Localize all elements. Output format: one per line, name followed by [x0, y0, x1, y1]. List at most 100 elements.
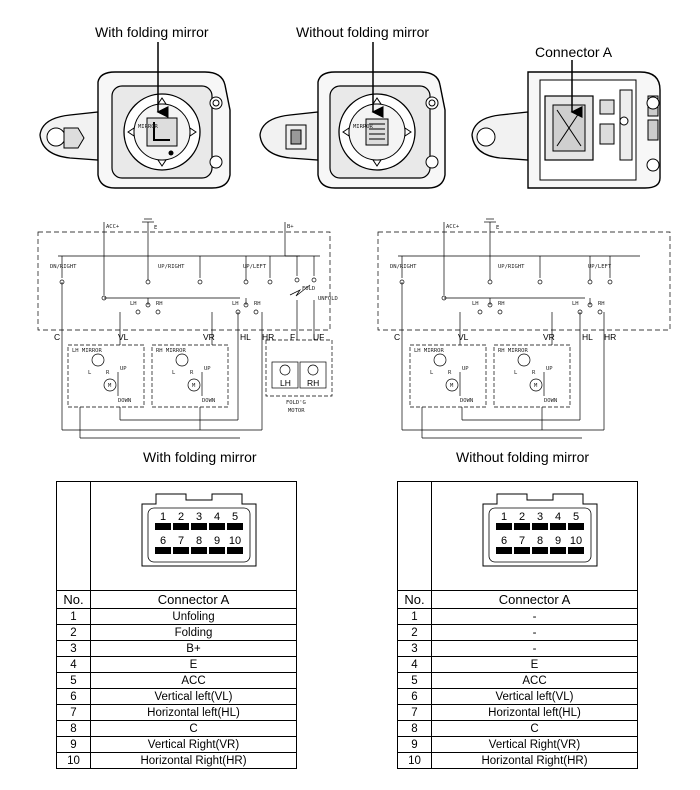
- pin-function: Vertical left(VL): [90, 688, 297, 705]
- pin-number: 1: [397, 608, 432, 625]
- pin-function: C: [431, 720, 638, 737]
- pin-function: E: [431, 656, 638, 673]
- pin-label: 10: [570, 535, 582, 547]
- pin-terminal: [496, 547, 512, 554]
- pin-number: 8: [397, 720, 432, 737]
- pin-function: Folding: [90, 624, 297, 641]
- pin-number: 3: [397, 640, 432, 657]
- sch1-lh-label: LH: [130, 301, 137, 307]
- svg-text:MIRROR: MIRROR: [353, 124, 374, 130]
- header-connector-a: Connector A: [90, 590, 297, 609]
- pin-function: E: [90, 656, 297, 673]
- switch-illustrations: MIRROR MIRROR: [39, 42, 661, 189]
- sch2-lh-label: LH: [472, 301, 479, 307]
- pin-function: C: [90, 720, 297, 737]
- sch1-down2-label: DOWN: [202, 398, 215, 404]
- sch1-folding-motor-label-2: MOTOR: [288, 408, 305, 414]
- pin-terminal: [173, 547, 189, 554]
- sch1-bplus-label: B+: [287, 224, 294, 230]
- with-folding-schematic-caption: With folding mirror: [143, 449, 257, 465]
- pin-terminal: [227, 523, 243, 530]
- pin-function: ACC: [90, 672, 297, 689]
- pin-terminal: [227, 547, 243, 554]
- pin-terminal: [550, 523, 566, 530]
- sch2-dn-right-label: DN/RIGHT: [390, 264, 417, 270]
- without-folding-switch-illustration: MIRROR: [259, 42, 446, 189]
- pin-number: 7: [397, 704, 432, 721]
- pin-number: 3: [56, 640, 91, 657]
- sch1-term-hl: HL: [240, 332, 251, 342]
- pin-label: 10: [229, 535, 241, 547]
- pin-number: 9: [397, 736, 432, 753]
- sch1-r-label: R: [106, 370, 110, 376]
- pin-terminal: [532, 547, 548, 554]
- pin-label: 6: [160, 535, 166, 547]
- sch1-r2-label: R: [190, 370, 194, 376]
- pin-label: 6: [501, 535, 507, 547]
- pin-function: Horizontal Right(HR): [90, 752, 297, 769]
- header-no: No.: [56, 590, 91, 609]
- pin-terminal: [191, 523, 207, 530]
- connector-a-rear-illustration: [471, 60, 661, 189]
- pin-function: Vertical left(VL): [431, 688, 638, 705]
- sch2-acc-label: ACC+: [446, 224, 460, 230]
- sch2-up-right-label: UP/RIGHT: [498, 264, 525, 270]
- svg-text:MIRROR: MIRROR: [138, 124, 159, 130]
- sch1-term-vl: VL: [118, 332, 129, 342]
- sch2-up2-label: UP: [546, 366, 553, 372]
- pin-function: ACC: [431, 672, 638, 689]
- pin-function: Unfoling: [90, 608, 297, 625]
- pin-function: B+: [90, 640, 297, 657]
- pin-terminal: [514, 547, 530, 554]
- pin-function: Horizontal left(HL): [90, 704, 297, 721]
- pin-function: Vertical Right(VR): [431, 736, 638, 753]
- pin-number: 1: [56, 608, 91, 625]
- pin-label: 9: [555, 535, 561, 547]
- sch2-down2-label: DOWN: [544, 398, 557, 404]
- sch1-term-vr: VR: [203, 332, 215, 342]
- pin-label: 9: [214, 535, 220, 547]
- without-folding-schematic-caption: Without folding mirror: [456, 449, 590, 465]
- sch1-down-label: DOWN: [118, 398, 131, 404]
- pin-label: 8: [537, 535, 543, 547]
- pin-function: -: [431, 624, 638, 641]
- sch2-term-hl: HL: [582, 332, 593, 342]
- sch2-rh-label: RH: [498, 301, 505, 307]
- with-folding-switch-illustration: MIRROR: [39, 42, 231, 189]
- with-folding-photo-label: With folding mirror: [95, 24, 209, 40]
- sch1-fold-label: FOLD: [302, 286, 315, 292]
- pin-label: 4: [214, 511, 220, 523]
- pin-number: 9: [56, 736, 91, 753]
- pin-terminal: [568, 523, 584, 530]
- table-row: 2-: [397, 624, 638, 641]
- sch2-up-left-label: UP/LEFT: [588, 264, 612, 270]
- pin-terminal: [155, 523, 171, 530]
- sch1-dn-right-label: DN/RIGHT: [50, 264, 77, 270]
- pin-function: Vertical Right(VR): [90, 736, 297, 753]
- sch1-term-c: C: [54, 332, 60, 342]
- sch1-lh-mirror-label: LH MIRROR: [72, 348, 102, 354]
- without-folding-photo-label: Without folding mirror: [296, 24, 430, 40]
- pin-label: 1: [501, 511, 507, 523]
- sch1-term-uf: UF: [313, 332, 324, 342]
- pin-terminal: [191, 547, 207, 554]
- sch2-rh-mirror-label: RH MIRROR: [498, 348, 528, 354]
- sch1-l2-label: L: [172, 370, 176, 376]
- pin-label: 5: [232, 511, 238, 523]
- pin-terminal: [209, 547, 225, 554]
- pin-terminal: [173, 523, 189, 530]
- sch2-lh2-label: LH: [572, 301, 579, 307]
- sch1-lh2-label: LH: [232, 301, 239, 307]
